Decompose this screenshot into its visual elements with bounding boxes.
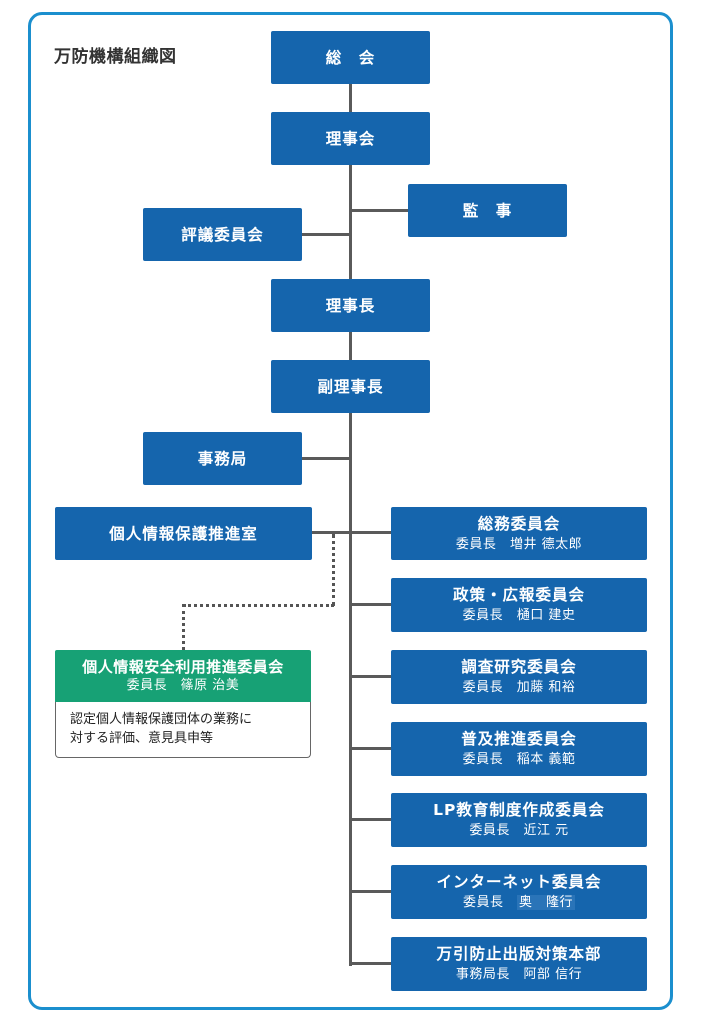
committee-chair: 委員長 樋口 建史 xyxy=(463,607,576,625)
board-box: 理事会 xyxy=(271,112,430,165)
committee-chair-name: 阿部 信行 xyxy=(523,967,583,982)
committee-chair-title: 委員長 xyxy=(462,752,504,767)
committee-chair-title: 委員長 xyxy=(462,895,504,910)
connector-auditor xyxy=(351,209,409,212)
committee-chair-title: 委員長 xyxy=(462,680,504,695)
dotted-connector-lower xyxy=(182,604,185,650)
diagram-title: 万防機構組織図 xyxy=(54,47,177,67)
privacy-committee-name: 個人情報安全利用推進委員会 xyxy=(82,658,284,676)
committee-chair: 委員長 近江 元 xyxy=(469,822,568,840)
dotted-connector-upper xyxy=(332,534,335,606)
committee-chair-name: 加藤 和裕 xyxy=(516,680,576,695)
committee-chair: 委員長 増井 德太郎 xyxy=(456,536,582,554)
committee-name: LP教育制度作成委員会 xyxy=(433,801,605,819)
chairman-label: 理事長 xyxy=(325,296,376,315)
dotted-connector-horizontal xyxy=(183,604,334,607)
committee-chair: 事務局長 阿部 信行 xyxy=(456,966,582,984)
connector-councilors xyxy=(302,233,350,236)
privacy-committee-description-line-1: 認定個人情報保護団体の業務に xyxy=(70,712,253,727)
councilors-box: 評議委員会 xyxy=(143,208,302,261)
privacy-office-label: 個人情報保護推進室 xyxy=(109,524,258,543)
committee-chair-name: 増井 德太郎 xyxy=(509,536,583,552)
committee-chair: 委員長 奥 隆行 xyxy=(462,894,576,912)
committee-name: 普及推進委員会 xyxy=(461,730,577,748)
committee-box-5: LP教育制度作成委員会 委員長 近江 元 xyxy=(391,793,647,847)
connector-committee-3 xyxy=(351,675,391,678)
committee-chair-name: 稲本 義範 xyxy=(516,752,576,767)
committee-chair-name: 奥 隆行 xyxy=(517,895,576,910)
privacy-committee-description: 認定個人情報保護団体の業務に 対する評価、意見具申等 xyxy=(55,702,311,758)
privacy-office-box: 個人情報保護推進室 xyxy=(55,507,312,560)
diagram-frame xyxy=(28,12,673,1010)
connector-committee-1 xyxy=(351,531,391,534)
privacy-committee-chair: 委員長 篠原 治美 xyxy=(126,678,240,693)
connector-committee-7 xyxy=(351,962,391,965)
committee-box-1: 総務委員会 委員長 増井 德太郎 xyxy=(391,507,647,560)
committee-box-6: インターネット委員会 委員長 奥 隆行 xyxy=(391,865,647,919)
auditor-label: 監 事 xyxy=(462,201,513,220)
connector-committee-4 xyxy=(351,747,391,750)
auditor-box: 監 事 xyxy=(408,184,567,237)
committee-chair-name: 樋口 建史 xyxy=(516,608,576,623)
committee-box-7: 万引防止出版対策本部 事務局長 阿部 信行 xyxy=(391,937,647,991)
committee-chair-title: 委員長 xyxy=(469,823,510,838)
connector-main-vertical xyxy=(349,84,352,966)
committee-chair-title: 委員長 xyxy=(462,608,504,623)
committee-box-2: 政策・広報委員会 委員長 樋口 建史 xyxy=(391,578,647,632)
vice-chairman-box: 副理事長 xyxy=(271,360,430,413)
committee-chair-title: 事務局長 xyxy=(455,967,510,982)
committee-chair: 委員長 稲本 義範 xyxy=(463,751,576,769)
committee-chair-title: 委員長 xyxy=(455,536,497,552)
connector-secretariat xyxy=(302,457,350,460)
secretariat-box: 事務局 xyxy=(143,432,302,485)
committee-chair: 委員長 加藤 和裕 xyxy=(463,679,576,697)
committee-name: 総務委員会 xyxy=(477,514,561,533)
connector-committee-5 xyxy=(351,818,391,821)
board-label: 理事会 xyxy=(325,129,376,148)
privacy-committee-header: 個人情報安全利用推進委員会 委員長 篠原 治美 xyxy=(55,650,311,702)
committee-box-4: 普及推進委員会 委員長 稲本 義範 xyxy=(391,722,647,776)
committee-name: インターネット委員会 xyxy=(436,873,602,891)
connector-committee-6 xyxy=(351,890,391,893)
connector-privacy-office xyxy=(312,531,350,534)
privacy-committee-description-line-2: 対する評価、意見具申等 xyxy=(70,731,214,746)
committee-chair-name: 近江 元 xyxy=(523,823,569,838)
general-meeting-box: 総 会 xyxy=(271,31,430,84)
councilors-label: 評議委員会 xyxy=(181,225,264,244)
vice-chairman-label: 副理事長 xyxy=(317,377,384,396)
committee-name: 調査研究委員会 xyxy=(461,658,577,676)
connector-committee-2 xyxy=(351,603,391,606)
chairman-box: 理事長 xyxy=(271,279,430,332)
secretariat-label: 事務局 xyxy=(197,449,248,468)
committee-name: 政策・広報委員会 xyxy=(452,586,585,604)
committee-name: 万引防止出版対策本部 xyxy=(436,945,602,963)
committee-box-3: 調査研究委員会 委員長 加藤 和裕 xyxy=(391,650,647,704)
general-meeting-label: 総 会 xyxy=(325,48,376,67)
